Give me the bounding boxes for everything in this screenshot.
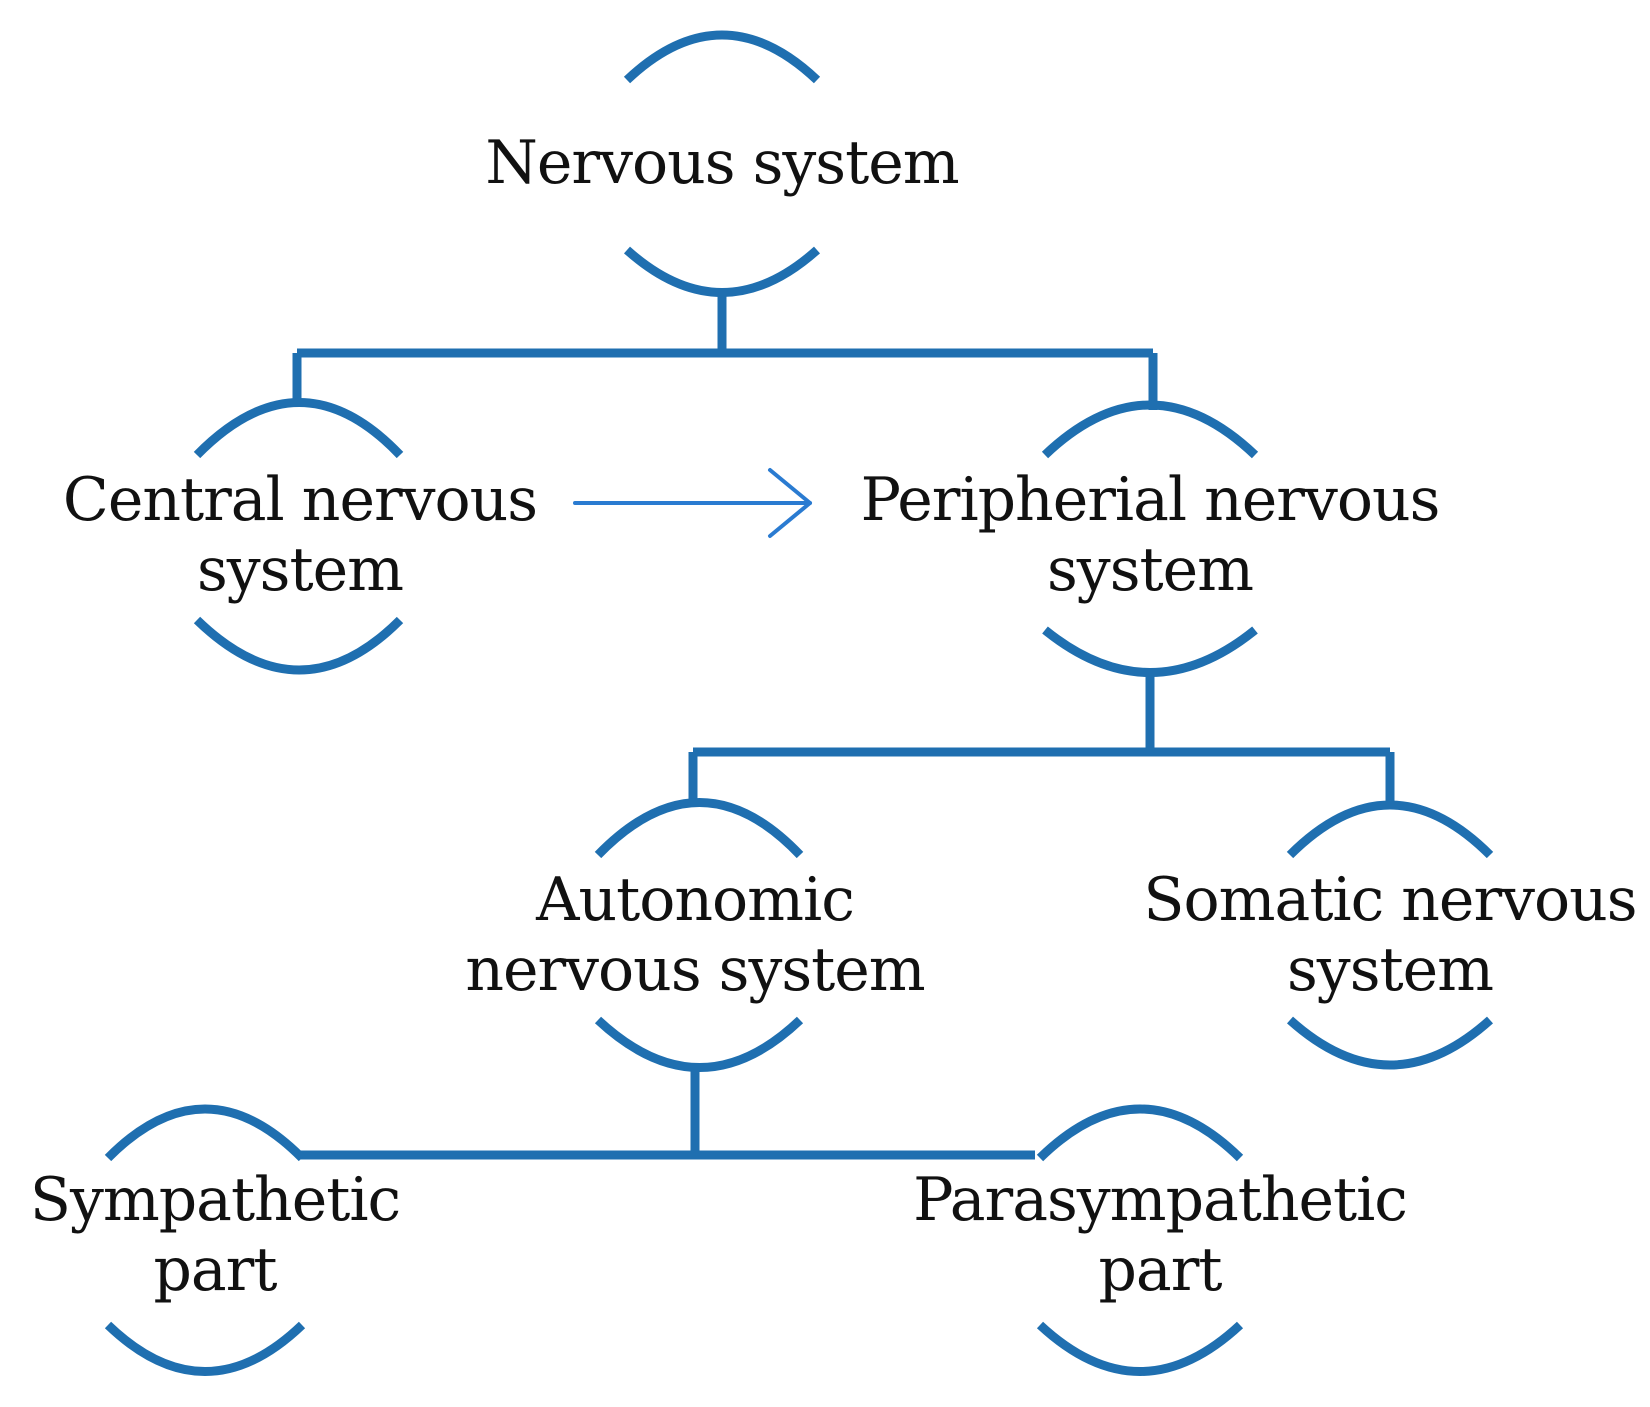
node-central-line2: system	[196, 535, 404, 605]
node-nervous-system-line1: Nervous system	[485, 128, 959, 198]
node-autonomic-nervous-system: Autonomic nervous system	[465, 865, 925, 1005]
nervous-system-top-arc	[623, 30, 821, 84]
node-autonomic-line2: nervous system	[465, 935, 925, 1005]
peripheral-bottom-arc	[1042, 626, 1258, 677]
node-parasympathetic-part: Parasympathetic part	[913, 1165, 1408, 1305]
parasympathetic-top-arc	[1036, 1104, 1244, 1162]
peripheral-top-arc	[1041, 400, 1259, 459]
parasympathetic-bottom-arc	[1036, 1321, 1244, 1376]
central-top-arc	[193, 398, 404, 459]
somatic-top-arc	[1286, 800, 1494, 859]
node-somatic-line2: system	[1287, 935, 1494, 1005]
somatic-bottom-arc	[1286, 1016, 1494, 1070]
node-parasympathetic-line2: part	[1098, 1235, 1223, 1305]
node-parasympathetic-line1: Parasympathetic	[913, 1165, 1408, 1235]
node-peripheral-nervous-system: Peripherial nervous system	[860, 465, 1441, 605]
autonomic-top-arc	[594, 798, 804, 859]
node-peripheral-line1: Peripherial nervous	[860, 465, 1441, 535]
node-sympathetic-line2: part	[153, 1235, 278, 1305]
nervous-system-bottom-arc	[624, 246, 820, 297]
node-somatic-nervous-system: Somatic nervous system	[1143, 865, 1637, 1005]
node-sympathetic-part: Sympathetic part	[29, 1165, 401, 1305]
sympathetic-bottom-arc	[104, 1321, 306, 1376]
node-central-nervous-system: Central nervous system	[62, 465, 538, 605]
sympathetic-top-arc	[104, 1104, 306, 1162]
central-to-peripheral-arrowhead	[768, 468, 812, 538]
node-nervous-system: Nervous system	[485, 128, 959, 198]
central-bottom-arc	[193, 616, 404, 675]
node-somatic-line1: Somatic nervous	[1143, 865, 1637, 935]
node-central-line1: Central nervous	[62, 465, 538, 535]
node-autonomic-line1: Autonomic	[536, 865, 855, 935]
node-sympathetic-line1: Sympathetic	[29, 1165, 401, 1235]
autonomic-bottom-arc	[594, 1016, 804, 1072]
node-peripheral-line2: system	[1047, 535, 1254, 605]
